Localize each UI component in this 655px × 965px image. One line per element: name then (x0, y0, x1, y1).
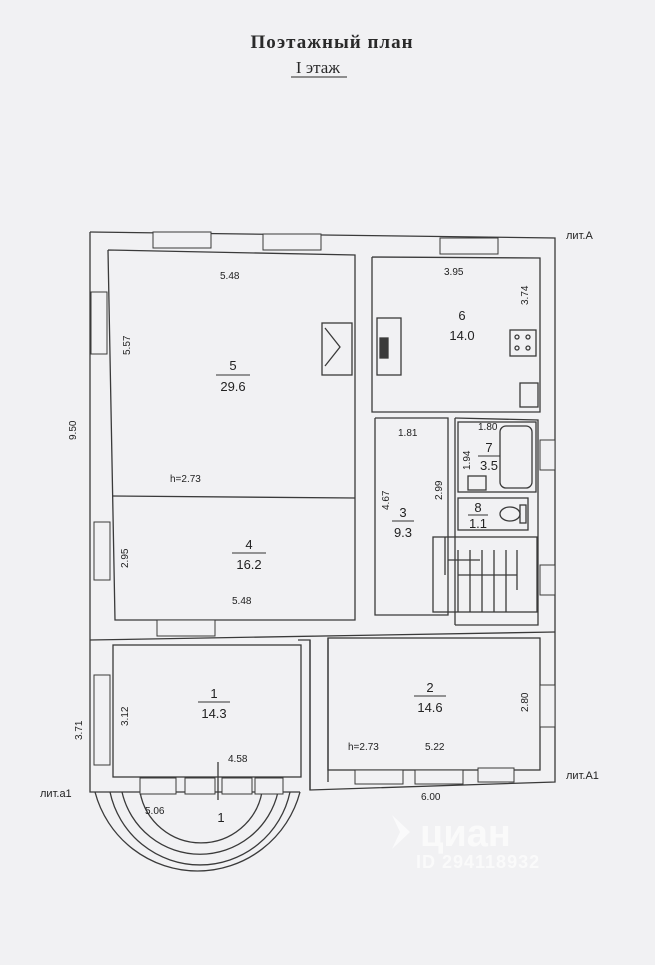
room-2-area: 14.6 (417, 700, 442, 715)
plan-title: Поэтажный план (250, 32, 413, 53)
porch-arc-2 (109, 791, 291, 866)
window (439, 237, 499, 255)
extension-top-wall (89, 631, 556, 641)
window (477, 767, 515, 783)
fireplace (321, 322, 353, 376)
plan-subtitle: I этаж (296, 58, 340, 77)
room-2-number: 2 (426, 680, 433, 695)
window (414, 769, 464, 785)
window (90, 291, 108, 355)
burner (525, 345, 531, 351)
room-4-5-divider (111, 495, 356, 499)
lit-a1-small-label: лит.а1 (40, 788, 72, 800)
window (152, 231, 212, 249)
room-5-area: 29.6 (220, 379, 245, 394)
outer-wall-main (89, 231, 556, 791)
room-7-area: 3.5 (480, 458, 498, 473)
room-1-area: 14.3 (201, 706, 226, 721)
window (139, 777, 177, 795)
window (221, 777, 253, 795)
lit-a1-label: лит.А1 (566, 770, 599, 782)
dim-5-48-top: 5.48 (220, 271, 240, 282)
room-6-area: 14.0 (449, 328, 474, 343)
porch-arc-3 (121, 791, 279, 855)
room-5-4-outline (107, 249, 356, 621)
cooktop (509, 329, 537, 357)
window (354, 769, 404, 785)
room-6-number: 6 (458, 308, 465, 323)
stove (376, 317, 402, 376)
dim-3-71: 3.71 (74, 720, 85, 740)
dim-3-12: 3.12 (120, 706, 131, 726)
room-6-outline (371, 256, 541, 413)
window (184, 777, 216, 795)
dim-2-99: 2.99 (434, 480, 445, 500)
dim-5-48-bottom: 5.48 (232, 596, 252, 607)
dim-1-94: 1.94 (462, 450, 473, 470)
room-5-number: 5 (229, 358, 236, 373)
window (262, 233, 322, 251)
washbasin (467, 475, 487, 491)
window (93, 674, 111, 766)
window (156, 619, 216, 637)
walls (89, 231, 556, 872)
watermark-brand: циан (420, 813, 511, 855)
dim-4-58: 4.58 (228, 754, 248, 765)
watermark: циан ID 294118932 (392, 813, 540, 872)
dim-6-00: 6.00 (421, 792, 441, 803)
dim-4-67: 4.67 (381, 490, 392, 510)
porch-arc-inner (139, 791, 263, 844)
dim-2-95: 2.95 (120, 548, 131, 568)
burner (525, 334, 531, 340)
right-block-outline (454, 417, 539, 626)
brand-logo-icon (392, 815, 410, 849)
windows (90, 231, 556, 795)
room-8-outline (457, 497, 529, 531)
room-3-outline (374, 417, 449, 616)
dim-1-80: 1.80 (478, 422, 498, 433)
window (539, 684, 556, 728)
room-1-outline (112, 644, 302, 778)
burner (514, 345, 520, 351)
dim-5-22: 5.22 (425, 742, 445, 753)
porch-arc-outer (94, 791, 301, 872)
room-3-number: 3 (399, 505, 406, 520)
room-4-area: 16.2 (236, 557, 261, 572)
dim-h-2-73-a: h=2.73 (170, 474, 201, 485)
room-7-number: 7 (485, 440, 492, 455)
window (93, 521, 111, 581)
dim-1-81: 1.81 (398, 428, 418, 439)
lit-a-label: лит.А (566, 230, 593, 242)
dim-h-2-73-b: h=2.73 (348, 742, 379, 753)
burner (514, 334, 520, 340)
toilet (499, 506, 521, 522)
watermark-id: ID 294118932 (416, 852, 540, 872)
bathtub (499, 425, 533, 489)
window (539, 564, 556, 596)
dim-5-06: 5.06 (145, 806, 165, 817)
fireplace-detail (324, 327, 341, 367)
room-4-number: 4 (245, 537, 252, 552)
room-3-area: 9.3 (394, 525, 412, 540)
window (254, 777, 284, 795)
dim-5-57: 5.57 (122, 335, 133, 355)
dim-2-80: 2.80 (520, 692, 531, 712)
staircase (432, 536, 538, 613)
toilet-tank (519, 504, 527, 524)
dim-9-50: 9.50 (68, 420, 79, 440)
room-8-number: 8 (474, 500, 481, 515)
room-7-outline (457, 421, 537, 493)
sink (519, 382, 539, 408)
dim-3-74: 3.74 (520, 285, 531, 305)
room-8-area: 1.1 (469, 516, 487, 531)
window (539, 439, 556, 471)
stove-detail (379, 337, 389, 359)
porch-number: 1 (217, 810, 224, 825)
dim-3-95: 3.95 (444, 267, 464, 278)
room-1-number: 1 (210, 686, 217, 701)
